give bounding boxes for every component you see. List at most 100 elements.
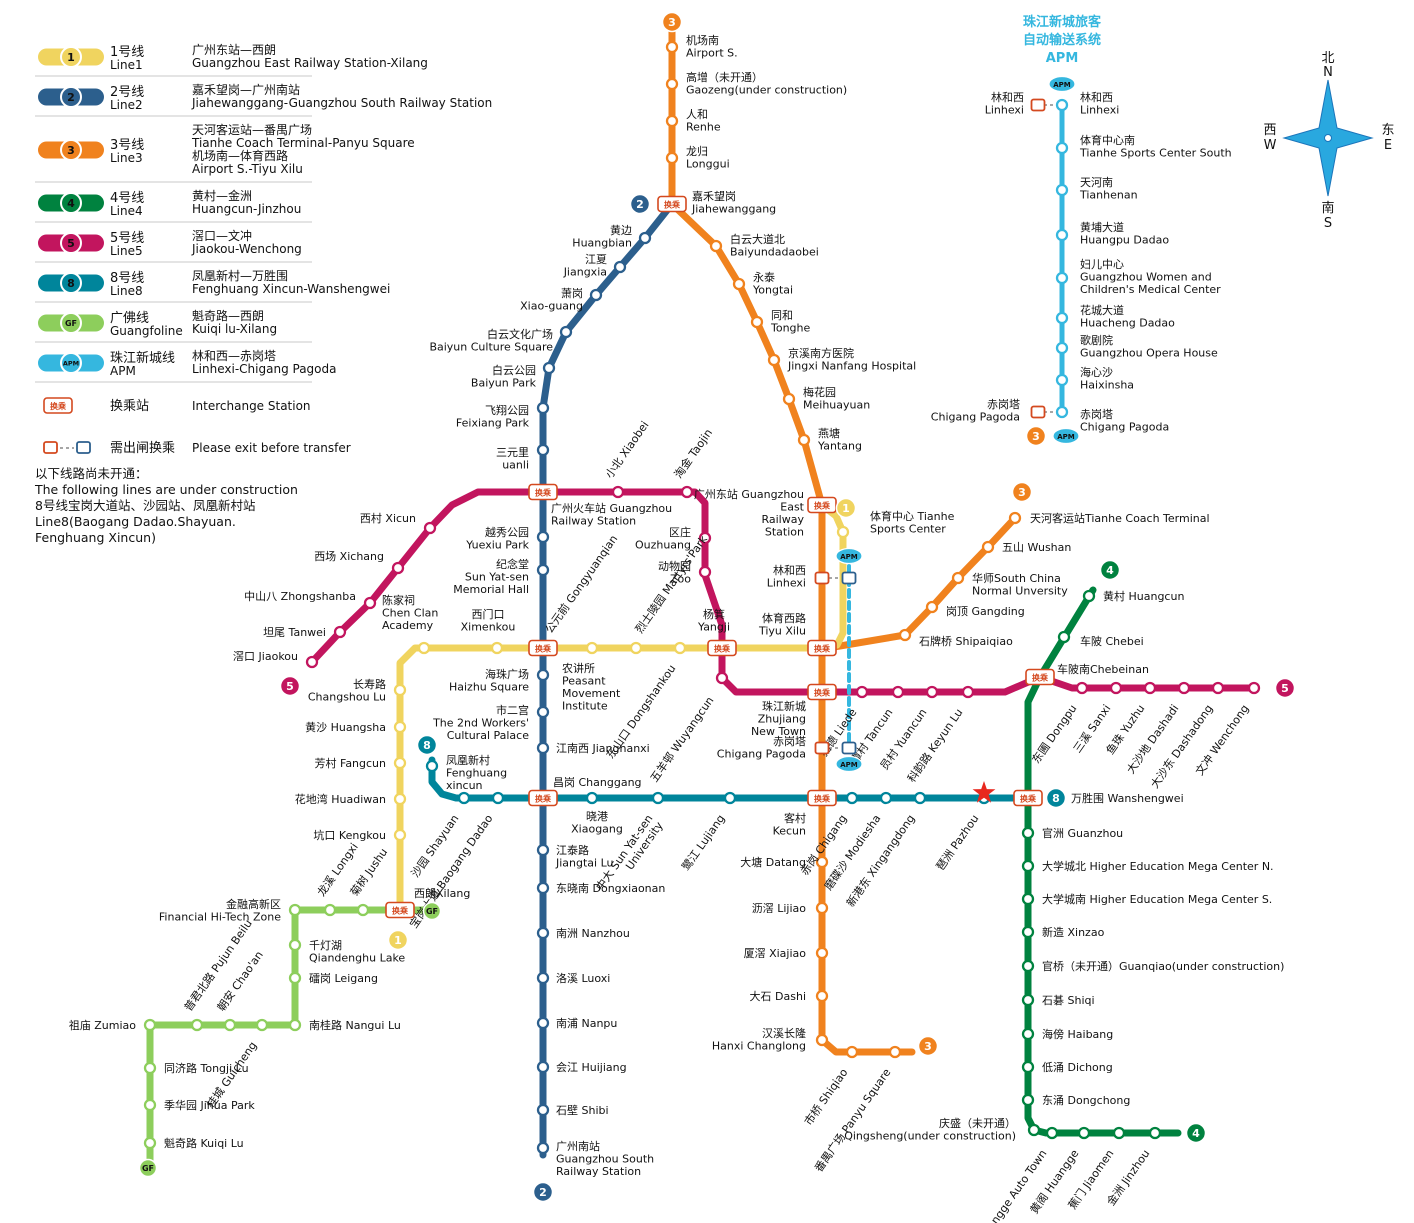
- station-label: 东晓南 Dongxiaonan: [556, 882, 665, 895]
- station-dot: [1055, 183, 1069, 197]
- map-text-line: 珠江新城: [762, 699, 806, 713]
- station-label: 坑口 Kengkou: [313, 828, 386, 842]
- station-dot: [417, 641, 431, 655]
- map-text-line: Ximenkou: [461, 621, 516, 634]
- guangfo-badge-text: GF: [426, 907, 438, 916]
- interchange-marker-text: 换乘: [814, 501, 830, 511]
- line-number-badge: [1045, 787, 1067, 809]
- station-label: 车陂 Chebei: [1080, 634, 1144, 648]
- map-text-line: 魁奇路 Kuiqi Lu: [164, 1136, 244, 1150]
- legend-note-line: The following lines are under constructi…: [34, 482, 298, 497]
- map-text-line: Zoo: [670, 573, 691, 586]
- map-text-line: 黄埔大道: [1080, 220, 1124, 234]
- station-label: 祖庙 Zumiao: [69, 1018, 137, 1032]
- station-dot: [1021, 993, 1035, 1007]
- map-text-line: Hanxi Changlong: [712, 1040, 806, 1053]
- map-text-line: Xiaogang: [571, 823, 623, 836]
- map-text-line: Chigang Pagoda: [1080, 421, 1169, 434]
- interchange-marker: [1013, 789, 1043, 807]
- station-label: 官桥（未开通）Guanqiao(under construction): [1042, 959, 1284, 973]
- map-text-line: 新造 Xinzao: [1042, 925, 1105, 939]
- legend-line-desc: 滘口—文冲: [192, 228, 252, 243]
- map-text-line: 礌岗 Leigang: [309, 972, 378, 985]
- map-text-line: 东涌 Dongchong: [1042, 1094, 1130, 1107]
- map-text-line: 区庄: [669, 525, 691, 539]
- station-label: 坦尾 Tanwei: [263, 625, 326, 639]
- map-text-line: Airport S.: [686, 47, 738, 60]
- station-dot: [143, 1061, 157, 1075]
- station-dot: [143, 1098, 157, 1112]
- legend-interchange-en: Interchange Station: [192, 399, 311, 413]
- interchange-marker: [528, 789, 558, 807]
- station-dot: [750, 315, 764, 329]
- map-text-line: New Town: [751, 725, 806, 738]
- map-text-line: Changshou Lu: [308, 691, 386, 704]
- map-text-line: Jiangtai Lu: [555, 857, 614, 870]
- map-text-line: Linhexi: [985, 104, 1024, 117]
- map-text-line: 五羊邨 Wuyangcun: [647, 694, 717, 785]
- station-label: 大学城北 Higher Education Mega Center N.: [1042, 859, 1274, 873]
- map-text-line: 龙归: [686, 144, 708, 158]
- station-dot: [680, 485, 694, 499]
- interchange-marker-text: 换乘: [814, 644, 830, 654]
- map-text-line: 江泰路: [556, 843, 589, 857]
- map-text-line: Sun Yat-sen: [465, 571, 529, 584]
- station-dot: [223, 1018, 237, 1032]
- map-text-line: xincun: [446, 779, 483, 792]
- station-dot: [1211, 681, 1225, 695]
- apm-badge-text: APM: [1053, 81, 1071, 89]
- station-dot: [536, 843, 550, 857]
- legend-note-line: 以下线路尚未开通：: [35, 466, 148, 481]
- legend-line-badge-text: 1: [67, 51, 75, 64]
- legend-line-desc: Fenghuang Xincun-Wanshengwei: [192, 282, 390, 296]
- station-dot: [613, 260, 627, 274]
- station-label: 昌岗 Changgang: [553, 776, 642, 789]
- map-text-line: 晓港: [586, 810, 608, 823]
- station-dot: [815, 1033, 829, 1047]
- interchange-marker-text: 换乘: [714, 644, 730, 654]
- map-text-line: 车陂 Chebei: [1080, 634, 1144, 648]
- station-dot: [1055, 311, 1069, 325]
- pazhou-star: [972, 781, 996, 803]
- map-text-line: Financial Hi-Tech Zone: [159, 911, 281, 924]
- map-text-line: 昌岗 Changgang: [553, 776, 642, 789]
- compass-west-en: W: [1264, 138, 1277, 153]
- map-text-line: Linhexi: [767, 577, 806, 590]
- map-text-line: Fenghuang: [446, 767, 507, 780]
- station-label: 芳村 Fangcun: [315, 756, 387, 770]
- map-text-line: 同和: [771, 309, 793, 322]
- line-number-badge: [917, 1035, 939, 1057]
- map-text-line: Sports Center: [870, 523, 946, 536]
- station-dot: [815, 901, 829, 915]
- station-label: 万胜围 Wanshengwei: [1071, 791, 1184, 805]
- station-label: 市桥 Shiqiao: [801, 1065, 850, 1127]
- legend-line-badge-text: 3: [67, 144, 75, 157]
- compass-north-zh: 北: [1321, 51, 1334, 66]
- station-dot: [323, 903, 337, 917]
- map-text-line: Baiyundadaobei: [730, 246, 819, 259]
- station-dot: [536, 563, 550, 577]
- exit-transfer-marker: [1030, 405, 1046, 419]
- station-dot: [709, 239, 723, 253]
- station-label: 洛溪 Luoxi: [556, 971, 610, 985]
- map-text-line: 农讲所: [562, 661, 595, 675]
- station-dot: [961, 685, 975, 699]
- compass-south-zh: 南: [1321, 200, 1334, 216]
- station-dot: [1008, 511, 1022, 525]
- legend-line-name-zh: 8号线: [110, 271, 144, 286]
- legend-line-badge: [60, 312, 82, 334]
- line-number-badge: [416, 734, 438, 756]
